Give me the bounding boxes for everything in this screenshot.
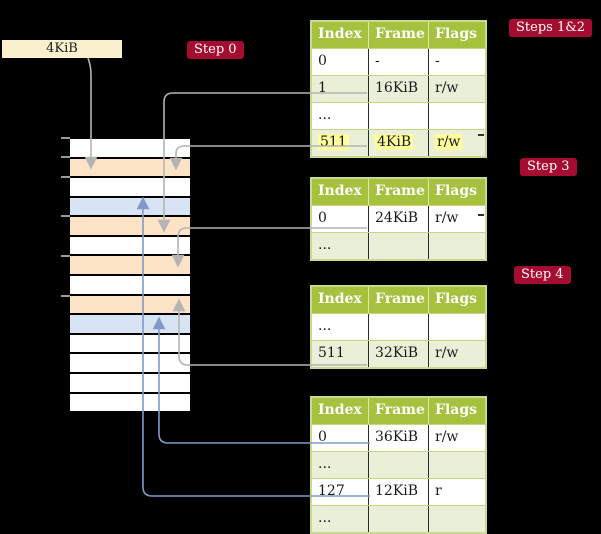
- memory-row-white: [70, 373, 190, 392]
- column-header-frame: Frame: [369, 287, 429, 313]
- table-cell: -: [435, 53, 440, 69]
- table-cell: 24KiB: [369, 206, 429, 232]
- table-cell: [369, 452, 429, 478]
- table-row: ...: [312, 451, 485, 478]
- column-header-index: Index: [312, 287, 369, 313]
- memory-row-white: [70, 178, 190, 196]
- table-row: ...: [312, 102, 485, 129]
- memory-tick: [61, 255, 70, 257]
- table-row: ...: [312, 232, 485, 259]
- table-cell: r: [435, 483, 442, 499]
- memory-tick: [61, 295, 70, 297]
- highlighted-value: 511: [318, 134, 349, 150]
- memory-row-orange: [70, 295, 190, 314]
- memory-row-orange: [70, 217, 190, 235]
- table-cell: [369, 314, 429, 340]
- steps-1-2-badge: Steps 1&2: [509, 19, 593, 37]
- memory-row-white: [70, 354, 190, 372]
- table-cell: ...: [312, 506, 369, 532]
- table-cell: [369, 233, 429, 259]
- column-header-frame: Frame: [369, 22, 429, 48]
- table-cell: 4KiB: [369, 130, 429, 156]
- memory-tick: [61, 156, 70, 158]
- table-row: 0--: [312, 48, 485, 75]
- connector-stub: [478, 214, 484, 216]
- table-cell: 0: [312, 206, 369, 232]
- table-cell: r/w: [435, 429, 459, 445]
- table-cell: ...: [312, 452, 369, 478]
- table-cell: [429, 314, 485, 340]
- memory-tick: [61, 215, 70, 217]
- table-cell: r/w: [435, 345, 459, 361]
- table-cell: -: [369, 49, 429, 75]
- table-cell: 511: [312, 341, 369, 367]
- table-cell: ...: [312, 314, 369, 340]
- memory-row-blue: [70, 197, 190, 216]
- memory-row-orange: [70, 158, 190, 177]
- table-cell: 127: [312, 479, 369, 505]
- frame-address-label: 4KiB: [2, 40, 122, 58]
- column-header-index: Index: [312, 22, 369, 48]
- table-cell: [429, 233, 485, 259]
- column-header-frame: Frame: [369, 398, 429, 424]
- memory-row-blue: [70, 315, 190, 333]
- table-cell: 1: [312, 76, 369, 102]
- step-4-badge: Step 4: [514, 266, 571, 284]
- table-row: 511 4KiB r/w: [312, 129, 485, 156]
- memory-tick: [61, 176, 70, 178]
- table-cell: 511: [312, 130, 369, 156]
- step-0-badge: Step 0: [187, 41, 244, 59]
- column-header-flags: Flags: [435, 183, 477, 199]
- table-cell: 36KiB: [369, 425, 429, 451]
- table-cell: r/w: [435, 80, 459, 96]
- table-cell: ...: [312, 233, 369, 259]
- table-cell: r/w: [429, 130, 485, 156]
- step-3-badge: Step 3: [520, 158, 577, 176]
- memory-row-orange: [70, 256, 190, 275]
- table-cell: [369, 506, 429, 532]
- connector-stub: [478, 134, 484, 136]
- column-header-frame: Frame: [369, 179, 429, 205]
- memory-row-white: [70, 393, 190, 412]
- highlighted-value: r/w: [435, 134, 463, 150]
- table-cell: 0: [312, 49, 369, 75]
- memory-row-white: [70, 334, 190, 353]
- table-cell: 0: [312, 425, 369, 451]
- table-cell: [429, 506, 485, 532]
- column-header-index: Index: [312, 398, 369, 424]
- memory-row-white: [70, 236, 190, 255]
- table-cell: 12KiB: [369, 479, 429, 505]
- table-row: ...: [312, 313, 485, 340]
- memory-row-white: [70, 139, 190, 157]
- table-cell: [369, 103, 429, 129]
- table-cell: 16KiB: [369, 76, 429, 102]
- column-header-flags: Flags: [435, 26, 477, 42]
- physical-memory-column: [70, 137, 190, 412]
- highlighted-value: 4KiB: [375, 134, 414, 150]
- table-cell: 32KiB: [369, 341, 429, 367]
- memory-row-white: [70, 276, 190, 294]
- table-cell: ...: [312, 103, 369, 129]
- column-header-flags: Flags: [435, 291, 477, 307]
- table-cell: [429, 103, 485, 129]
- table-cell: r/w: [435, 210, 459, 226]
- column-header-flags: Flags: [435, 402, 477, 418]
- memory-tick: [61, 137, 70, 139]
- table-cell: [429, 452, 485, 478]
- column-header-index: Index: [312, 179, 369, 205]
